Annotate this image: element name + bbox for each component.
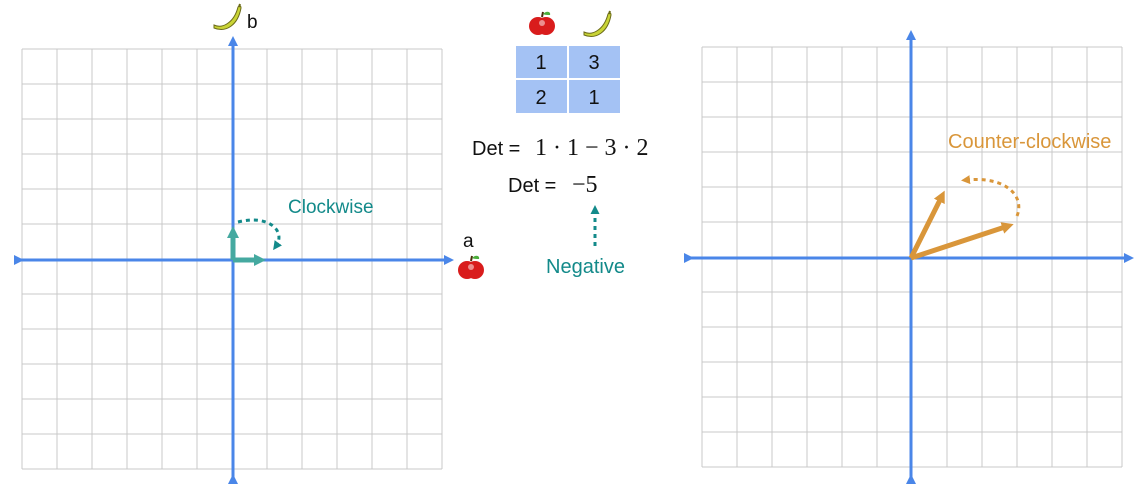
right-vector-b bbox=[908, 190, 945, 260]
left-rotation-arrow bbox=[237, 218, 282, 251]
left-rotation-label: Clockwise bbox=[288, 197, 374, 218]
right-rotation-arrow bbox=[961, 175, 1021, 217]
matrix-cell bbox=[569, 46, 620, 78]
det-prefix: Det = bbox=[472, 138, 520, 160]
matrix-cell bbox=[569, 80, 620, 113]
matrix-value: 1 bbox=[535, 52, 546, 74]
matrix-value: 3 bbox=[588, 52, 599, 74]
matrix-header-apple-icon bbox=[529, 11, 555, 35]
right-vector-a bbox=[910, 222, 1014, 261]
x-axis-label: a bbox=[463, 231, 474, 252]
matrix-cell bbox=[516, 80, 567, 113]
apple-icon bbox=[458, 255, 484, 279]
y-axis-label: b bbox=[247, 12, 258, 33]
matrix-value: 1 bbox=[588, 87, 599, 109]
det-result-prefix: Det = bbox=[508, 175, 556, 197]
det-result-value: −5 bbox=[572, 172, 598, 198]
banana-icon bbox=[213, 3, 242, 30]
matrix-header-banana-icon bbox=[583, 10, 612, 37]
right-rotation-label: Counter-clockwise bbox=[948, 131, 1111, 153]
negative-label: Negative bbox=[546, 256, 625, 278]
matrix-value: 2 bbox=[535, 87, 546, 109]
matrix-cell bbox=[516, 46, 567, 78]
det-expression: 1 · 1 − 3 · 2 bbox=[535, 135, 649, 161]
matrix-table: 1 3 2 1 bbox=[516, 46, 620, 113]
